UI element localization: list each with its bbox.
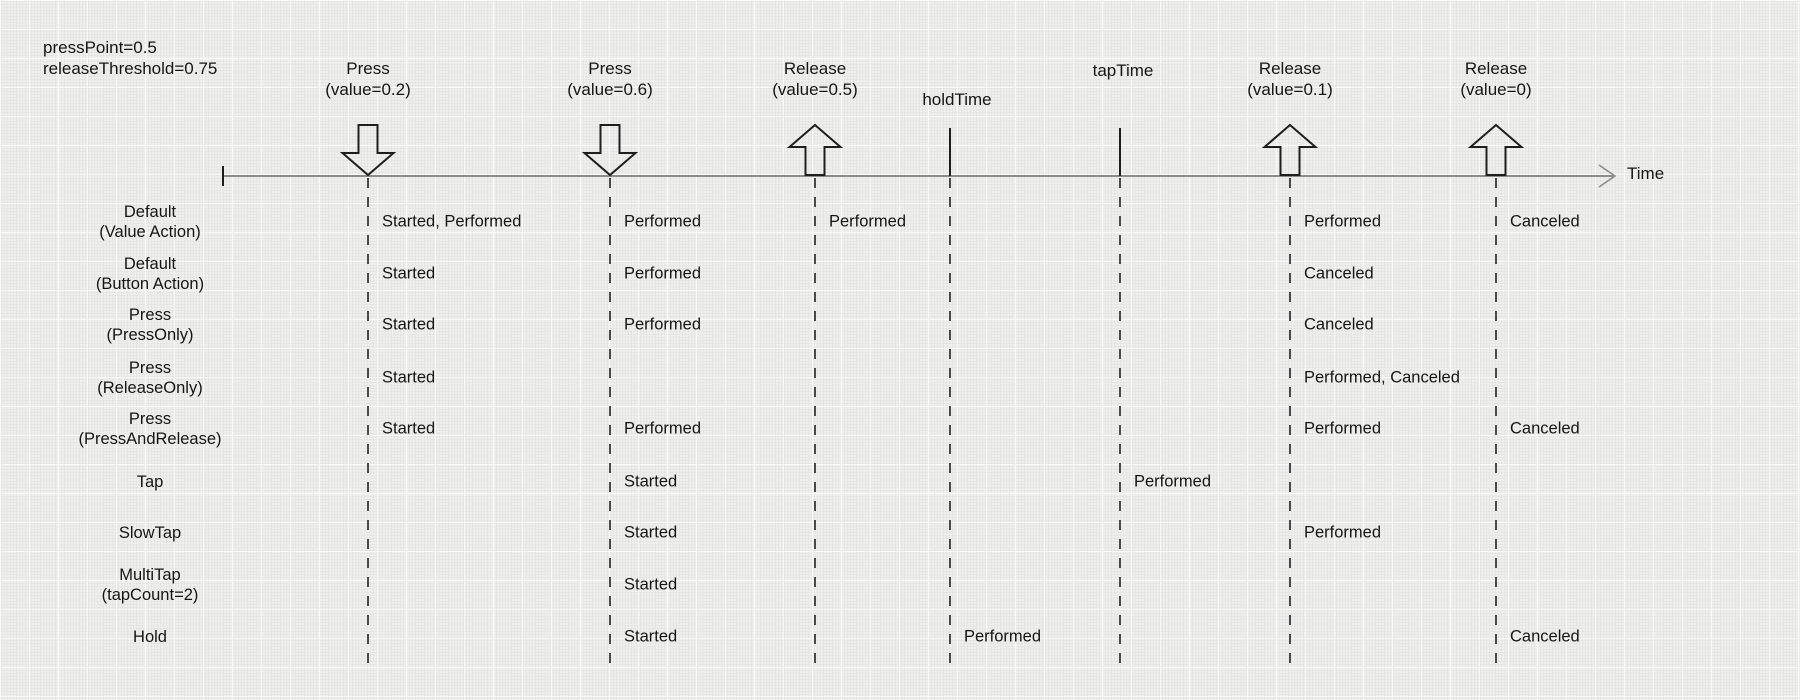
event-label: Canceled — [1304, 264, 1374, 283]
row-label-7: MultiTap (tapCount=2) — [30, 565, 270, 605]
config-note: pressPoint=0.5 releaseThreshold=0.75 — [43, 37, 217, 79]
event-label: Performed — [1304, 523, 1382, 542]
marker-label-line: Release — [1258, 59, 1322, 78]
dashed-guideline-press-0.6 — [609, 178, 611, 666]
release-arrow-up-icon — [1261, 123, 1319, 176]
press-arrow-down-icon — [339, 124, 397, 177]
row-label-5: Tap — [30, 472, 270, 492]
row-label-line: Default — [123, 203, 177, 221]
row-label-line: Press — [128, 410, 172, 428]
marker-label-line: Press — [346, 59, 390, 78]
row-label-3: Press (ReleaseOnly) — [30, 358, 270, 398]
marker-label-line: (value=0.2) — [325, 80, 411, 99]
marker-label-press-0.6: Press (value=0.6) — [490, 58, 730, 100]
event-label: Performed — [1134, 472, 1212, 491]
holdTime-tick — [949, 128, 951, 176]
event-label: Started, Performed — [382, 212, 522, 231]
marker-label-line: (value=0.5) — [772, 80, 858, 99]
config-press-point: pressPoint=0.5 — [43, 38, 157, 57]
row-label-line: (PressAndRelease) — [78, 430, 222, 448]
event-label: Started — [624, 627, 678, 646]
row-label-6: SlowTap — [30, 523, 270, 543]
marker-label-tapTime: tapTime — [1003, 60, 1243, 81]
time-axis-label: Time — [1627, 164, 1665, 183]
event-label: Started — [624, 523, 678, 542]
row-label-line: (Button Action) — [95, 275, 205, 293]
row-label-0: Default (Value Action) — [30, 202, 270, 242]
marker-label-release-0.5: Release (value=0.5) — [695, 58, 935, 100]
marker-label-release-0.1: Release (value=0.1) — [1170, 58, 1410, 100]
config-release-threshold: releaseThreshold=0.75 — [43, 59, 218, 78]
event-label: Performed — [1304, 419, 1382, 438]
event-label: Canceled — [1510, 627, 1580, 646]
marker-label-line: Release — [783, 59, 847, 78]
row-label-line: (tapCount=2) — [101, 586, 199, 604]
event-label: Performed — [1304, 212, 1382, 231]
dashed-guideline-release-0.5 — [814, 178, 816, 666]
event-label: Performed — [624, 315, 702, 334]
tapTime-tick — [1119, 128, 1121, 176]
row-label-line: SlowTap — [118, 524, 182, 542]
dashed-guideline-tapTime — [1119, 178, 1121, 666]
event-label: Performed — [829, 212, 907, 231]
dashed-guideline-release-0 — [1495, 178, 1497, 666]
event-label: Performed — [624, 264, 702, 283]
release-arrow-up-icon — [1467, 123, 1525, 176]
event-label: Performed — [624, 419, 702, 438]
marker-label-line: Release — [1464, 59, 1528, 78]
event-label: Canceled — [1510, 212, 1580, 231]
dashed-guideline-holdTime — [949, 178, 951, 666]
row-label-4: Press (PressAndRelease) — [30, 409, 270, 449]
marker-label-line: (value=0) — [1460, 80, 1532, 99]
row-label-8: Hold — [30, 627, 270, 647]
marker-label-line: (value=0.6) — [567, 80, 653, 99]
dashed-guideline-press-0.2 — [367, 178, 369, 666]
event-label: Canceled — [1510, 419, 1580, 438]
marker-label-release-0: Release (value=0) — [1376, 58, 1616, 100]
marker-label-line: (value=0.1) — [1247, 80, 1333, 99]
event-label: Started — [382, 315, 436, 334]
axis-start-tick — [222, 166, 224, 186]
marker-label-line: Press — [588, 59, 632, 78]
marker-label-line: tapTime — [1092, 61, 1154, 80]
row-label-line: (Value Action) — [99, 223, 201, 241]
event-label: Started — [382, 419, 436, 438]
row-label-line: (PressOnly) — [106, 326, 194, 344]
event-label: Started — [382, 368, 436, 387]
marker-label-holdTime: holdTime — [837, 89, 1077, 110]
row-label-line: Default — [123, 255, 177, 273]
event-label: Performed — [624, 212, 702, 231]
dashed-guideline-release-0.1 — [1289, 178, 1291, 666]
marker-label-press-0.2: Press (value=0.2) — [248, 58, 488, 100]
event-label: Canceled — [1304, 315, 1374, 334]
event-label: Started — [624, 575, 678, 594]
press-arrow-down-icon — [581, 124, 639, 177]
event-label: Performed — [964, 627, 1042, 646]
axis-arrowhead-icon — [1598, 164, 1617, 188]
row-label-line: Tap — [136, 473, 164, 491]
row-label-2: Press (PressOnly) — [30, 305, 270, 345]
event-label: Started — [624, 472, 678, 491]
row-label-line: (ReleaseOnly) — [97, 379, 203, 397]
time-axis — [223, 175, 1613, 177]
row-label-line: Press — [128, 359, 172, 377]
event-label: Performed, Canceled — [1304, 368, 1460, 387]
marker-label-line: holdTime — [922, 90, 992, 109]
release-arrow-up-icon — [786, 123, 844, 176]
row-label-line: Press — [128, 306, 172, 324]
row-label-line: Hold — [133, 628, 167, 646]
row-label-1: Default (Button Action) — [30, 254, 270, 294]
event-label: Started — [382, 264, 436, 283]
row-label-line: MultiTap — [119, 566, 181, 584]
